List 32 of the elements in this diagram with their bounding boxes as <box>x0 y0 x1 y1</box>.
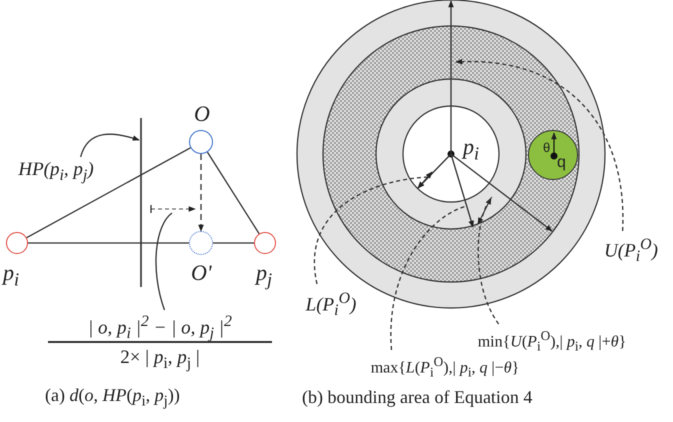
upper-bound-label: U(P$_{i}$$^{O}$) <box>596 231 666 259</box>
formula-denominator: 2× | p$_{i}$, p$_{j}$ | <box>120 348 200 372</box>
leader-line <box>478 196 500 324</box>
connector-line <box>28 242 189 244</box>
connector-line <box>206 152 260 234</box>
connector-line <box>26 147 191 238</box>
hyperplane-label: HP(p$_{i}$, p$_{j}$) <box>0 157 112 183</box>
point-label: O' <box>191 262 212 284</box>
point-label: q <box>557 155 566 171</box>
panel-caption: (a) d(o, HP(p$_{i}$, p$_{j}$)) <box>45 386 180 410</box>
arrow <box>198 154 204 232</box>
max-bound-formula: max{L(P$_{i}$$^{O}$),| p$_{i}$, q |−θ} <box>338 350 552 374</box>
point-circle <box>254 232 276 254</box>
point-circle <box>189 130 213 154</box>
min-bound-formula: min{U(P$_{i}$$^{O}$),| p$_{i}$, q |+θ} <box>436 324 668 348</box>
point-circle <box>6 232 28 254</box>
leader-line <box>455 59 624 231</box>
point-label: p$_{j}$ <box>256 262 272 289</box>
leader-line <box>314 176 428 284</box>
leader-line <box>390 205 468 350</box>
connector-line <box>213 242 254 244</box>
hyperplane-line <box>140 118 142 287</box>
formula-numerator: | o, p$_{i}$ |$^{2}$ − | o, p$_{j}$ |$^{2}$ <box>88 314 232 342</box>
center-point-label: p$_{i}$ <box>463 136 480 163</box>
panel-caption: (b) bounding area of Equation 4 <box>302 388 532 406</box>
point-label: p$_{i}$ <box>3 262 20 289</box>
leader-line <box>80 134 140 158</box>
point-label: O <box>194 103 210 125</box>
lower-bound-label: L(P$_{i}$$^{O}$) <box>296 284 366 314</box>
leader-line <box>155 212 172 310</box>
projected-point-circle <box>189 231 213 255</box>
angle-label: θ <box>543 141 550 154</box>
